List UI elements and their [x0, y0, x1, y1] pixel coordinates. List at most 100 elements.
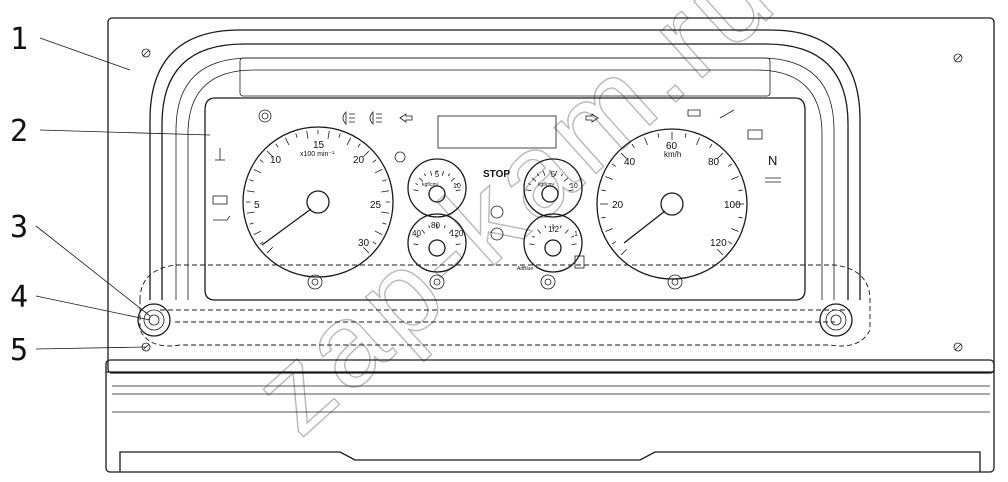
pressL-tick-mark — [430, 170, 433, 176]
adblue-label: AdBlue — [517, 266, 533, 272]
tacho-tick-mark — [362, 246, 370, 254]
screw-bottom-right-icon — [953, 342, 963, 352]
parking-brake-icon — [258, 109, 272, 123]
speedo-tick-mark — [696, 137, 700, 146]
speedo-tick-mark — [657, 133, 660, 138]
speedo-tick-40: 40 — [624, 157, 636, 168]
speedo-tick-mark — [727, 163, 733, 167]
tachometer-tick-labels: 5 10 15 20 25 30 — [254, 140, 382, 249]
tacho-tick-15: 15 — [313, 140, 325, 151]
fuelG-tick-mark — [532, 235, 535, 238]
stop-label: STOP — [483, 169, 510, 180]
tempG-tick-mark — [455, 243, 461, 246]
indicator-circle-4-icon — [667, 274, 683, 290]
fuel-icon — [574, 255, 585, 269]
tacho-tick-mark — [374, 230, 383, 236]
mount-boss-left-icon — [137, 303, 171, 337]
tempG-tick-mark — [416, 235, 419, 238]
tacho-tick-mark — [306, 130, 309, 139]
pressR-tick-mark — [536, 173, 540, 177]
battery-icon — [747, 129, 763, 140]
fuelG-tick-mark — [537, 229, 542, 234]
tacho-tick-mark — [381, 190, 390, 193]
mount-boss-right-icon — [819, 303, 853, 337]
fuel-gauge: 1/2 1 — [523, 213, 583, 273]
speedo-tick-mark — [631, 143, 635, 149]
tacho-tick-5: 5 — [254, 200, 260, 211]
speedo-tick-mark — [730, 176, 739, 180]
tacho-tick-30: 30 — [358, 238, 370, 249]
speedo-tick-mark — [620, 152, 628, 160]
temp-tick-120: 120 — [450, 229, 464, 238]
callouts: 1 2 3 4 5 — [10, 22, 211, 368]
fuelG-tick-mark — [564, 229, 569, 234]
pressR-tick-mark — [568, 189, 574, 192]
pressure-left-mid: 5 — [435, 170, 440, 179]
speedo-tick-120: 120 — [710, 238, 727, 249]
leader-line-4 — [35, 295, 151, 321]
tacho-tick-mark — [253, 230, 262, 236]
indicator-circle-3-icon — [540, 274, 556, 290]
turn-right-icon — [585, 113, 599, 123]
leader-line-5 — [35, 346, 147, 350]
pressR-tick-mark — [528, 183, 532, 186]
pressR-tick-mark — [568, 183, 572, 186]
fuel-mid: 1/2 — [548, 225, 560, 234]
tacho-tick-mark — [338, 133, 341, 138]
speedo-tick-mark — [716, 248, 724, 256]
watermark-text: zap-kam.ru — [229, 0, 801, 459]
tempG-tick-mark — [448, 229, 453, 234]
tacho-tick-mark — [249, 222, 254, 225]
speedo-tick-mark — [601, 216, 606, 219]
speedo-tick-mark — [709, 143, 713, 149]
pressure-left-unit: kgf/cm² — [422, 182, 439, 188]
pressR-tick-mark — [560, 173, 564, 177]
tempG-tick-mark — [455, 235, 458, 238]
speedo-tick-mark — [611, 241, 617, 245]
tacho-tick-mark — [381, 211, 390, 214]
pressure-right-mid: 5 — [551, 170, 556, 179]
pressure-right-max: 10 — [570, 183, 578, 190]
tacho-tick-mark — [382, 179, 387, 182]
pressL-tick-mark — [413, 189, 419, 192]
turn-left-icon — [399, 113, 413, 123]
pressL-tick-mark — [441, 170, 444, 176]
indicator-circle-1-icon — [307, 274, 323, 290]
pressL-tick-mark — [418, 177, 424, 182]
screw-top-left-icon — [141, 48, 151, 58]
speedometer-needle — [623, 210, 666, 244]
speedo-tick-mark — [601, 189, 606, 192]
tacho-tick-mark — [266, 246, 274, 254]
tacho-tick-mark — [362, 150, 370, 158]
tacho-tick-25: 25 — [370, 200, 382, 211]
temp-tick-40: 40 — [412, 229, 421, 238]
diff-lock-icon — [765, 177, 781, 183]
pressR-tick-mark — [563, 177, 569, 182]
pressL-tick-mark — [455, 189, 461, 192]
tempG-tick-mark — [428, 225, 431, 229]
tacho-tick-mark — [327, 130, 330, 139]
callout-1: 1 — [10, 22, 28, 57]
speedometer-tick-labels: 20 40 60 80 100 120 — [612, 141, 741, 249]
speedo-tick-mark — [684, 133, 687, 138]
tacho-tick-mark — [249, 179, 254, 182]
mount-hardware — [137, 48, 963, 352]
pressR-tick-mark — [526, 189, 532, 192]
tempG-tick-mark — [413, 243, 419, 246]
pressR-tick-mark — [543, 170, 546, 176]
high-beam-icon — [369, 111, 382, 125]
callout-2: 2 — [10, 114, 28, 149]
leader-line-3 — [35, 225, 151, 317]
speedo-tick-mark — [611, 163, 617, 167]
speedo-tick-60: 60 — [666, 141, 678, 152]
screw-top-right-icon — [953, 53, 963, 63]
pressure-gauge-left: 5 kgf/cm² 10 — [407, 158, 467, 218]
tempG-tick-mark — [421, 229, 426, 234]
tacho-tick-mark — [357, 143, 361, 148]
water-in-fuel-icon — [490, 227, 504, 241]
fuelG-tick-mark — [544, 225, 547, 229]
pressR-tick-mark — [554, 170, 557, 176]
speedo-tick-mark — [738, 216, 743, 219]
